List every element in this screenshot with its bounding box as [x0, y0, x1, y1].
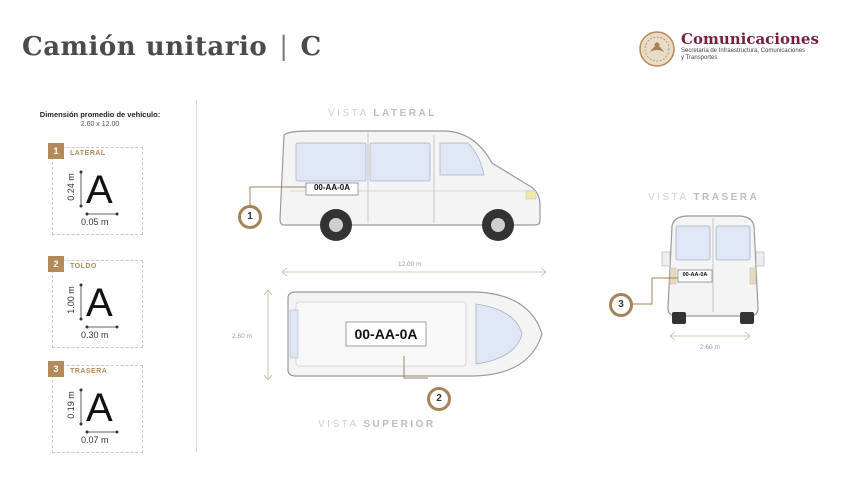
rear-width-dimension-line: [669, 331, 751, 341]
card-letter: A: [86, 386, 113, 430]
card-label: TOLDO: [70, 263, 97, 270]
section-divider: [196, 100, 197, 452]
van-rear-view: [661, 215, 765, 324]
card-label: LATERAL: [70, 150, 106, 157]
card-number: 2: [48, 256, 64, 272]
label-bold: SUPERIOR: [363, 419, 436, 430]
plate-trasera: 00-AA-0A: [682, 272, 708, 278]
card-dimension-lines: [79, 170, 119, 216]
label-prefix: VISTA: [318, 419, 364, 430]
card-dimension-lines: [79, 283, 119, 329]
leader-line-3: [630, 277, 678, 305]
card-letter: A: [86, 281, 113, 325]
leader-line-2: [403, 356, 428, 379]
width-dimension-line: [263, 289, 273, 381]
sict-logo: Comunicaciones Secretaría de Infraestruc…: [638, 30, 838, 70]
leader-line-1: [249, 186, 306, 213]
callout-2: 2: [427, 387, 451, 411]
callout-3: 3: [609, 293, 633, 317]
dimension-heading: Dimensión promedio de vehículo:: [39, 110, 161, 119]
plate-lateral: 00-AA-0A: [313, 183, 350, 192]
measure-width-top: 2.60 m: [232, 333, 252, 340]
logo-subtitle-1: Secretaría de Infraestructura, Comunicac…: [681, 48, 806, 54]
card-width: 0.30 m: [81, 330, 109, 340]
logo-subtitle-2: y Transportes: [681, 55, 718, 61]
dimension-value: 2.60 x 12.00: [80, 121, 120, 128]
plate-toldo: 00-AA-0A: [354, 326, 418, 342]
title-main: Camión unitario: [22, 32, 268, 62]
card-lateral: 1 LATERAL A 0.24 m 0.05 m: [48, 143, 143, 235]
label-vista-lateral: VISTA LATERAL: [328, 108, 437, 119]
eagle-seal-icon: [639, 31, 675, 67]
van-top-view: [287, 291, 543, 377]
card-width: 0.07 m: [81, 435, 109, 445]
callout-1: 1: [238, 205, 262, 229]
card-dimension-lines: [79, 388, 119, 434]
logo-text: Comunicaciones Secretaría de Infraestruc…: [681, 31, 819, 62]
label-prefix: VISTA: [648, 192, 694, 203]
title-code: C: [300, 32, 322, 62]
label-prefix: VISTA: [328, 108, 374, 119]
card-letter: A: [86, 168, 113, 212]
page-title: Camión unitario | C: [22, 32, 322, 62]
card-label: TRASERA: [70, 368, 108, 375]
card-toldo: 2 TOLDO A 1.00 m 0.30 m: [48, 256, 143, 348]
card-width: 0.05 m: [81, 217, 109, 227]
label-vista-trasera: VISTA TRASERA: [648, 192, 759, 203]
label-bold: LATERAL: [373, 108, 437, 119]
title-separator: |: [279, 32, 289, 62]
measure-length: 12.00 m: [398, 261, 422, 268]
logo-name: Comunicaciones: [681, 30, 819, 48]
card-trasera: 3 TRASERA A 0.19 m 0.07 m: [48, 361, 143, 453]
label-bold: TRASERA: [693, 192, 760, 203]
van-side-view: [279, 130, 541, 241]
card-number: 3: [48, 361, 64, 377]
measure-width-rear: 2.60 m: [700, 344, 720, 351]
card-number: 1: [48, 143, 64, 159]
label-vista-superior: VISTA SUPERIOR: [318, 419, 436, 430]
length-dimension-line: [281, 267, 547, 277]
